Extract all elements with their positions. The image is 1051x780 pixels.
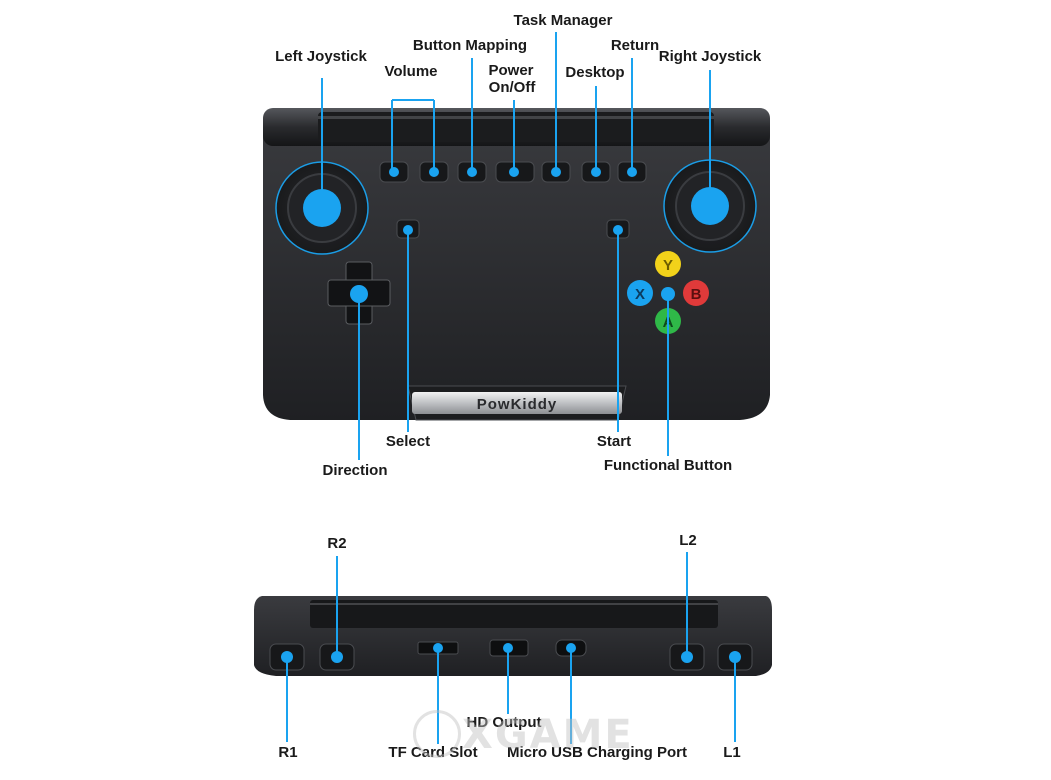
label-hd-output: HD Output	[466, 714, 542, 731]
watermark: XGAME	[462, 712, 634, 758]
svg-text:B: B	[691, 286, 702, 303]
label-left-joystick: Left Joystick	[275, 48, 367, 65]
y-button[interactable]: Y	[655, 251, 681, 277]
label-return: Return	[610, 37, 660, 54]
label-right-joystick: Right Joystick	[658, 48, 762, 65]
b-button[interactable]: B	[683, 280, 709, 306]
svg-text:X: X	[635, 286, 645, 303]
label-direction: Direction	[322, 462, 388, 479]
label-functional-button: Functional Button	[603, 457, 733, 474]
front-leader-lines	[321, 32, 711, 460]
label-r1: R1	[278, 744, 298, 761]
label-micro-usb: Micro USB Charging Port	[506, 744, 688, 761]
label-desktop: Desktop	[565, 64, 625, 81]
label-l1: L1	[723, 744, 741, 761]
label-r2: R2	[327, 535, 347, 552]
label-power-line2: On/Off	[488, 79, 536, 96]
x-button[interactable]: X	[627, 280, 653, 306]
volume-down-button[interactable]	[379, 161, 409, 183]
label-volume: Volume	[384, 63, 438, 80]
label-task-manager: Task Manager	[513, 12, 613, 29]
label-start: Start	[596, 433, 632, 450]
label-select: Select	[385, 433, 431, 450]
start-button[interactable]	[606, 219, 630, 239]
label-l2: L2	[679, 532, 697, 549]
brand-logo: PowKiddy	[477, 396, 558, 413]
d-pad[interactable]	[327, 261, 391, 325]
brand-plate: PowKiddy	[407, 385, 627, 421]
rear-body	[254, 596, 772, 676]
label-power-line1: Power	[488, 62, 534, 79]
front-body	[263, 108, 770, 420]
label-button-mapping: Button Mapping	[412, 37, 528, 54]
svg-text:Y: Y	[663, 257, 673, 274]
watermark-logo-icon	[413, 710, 461, 758]
